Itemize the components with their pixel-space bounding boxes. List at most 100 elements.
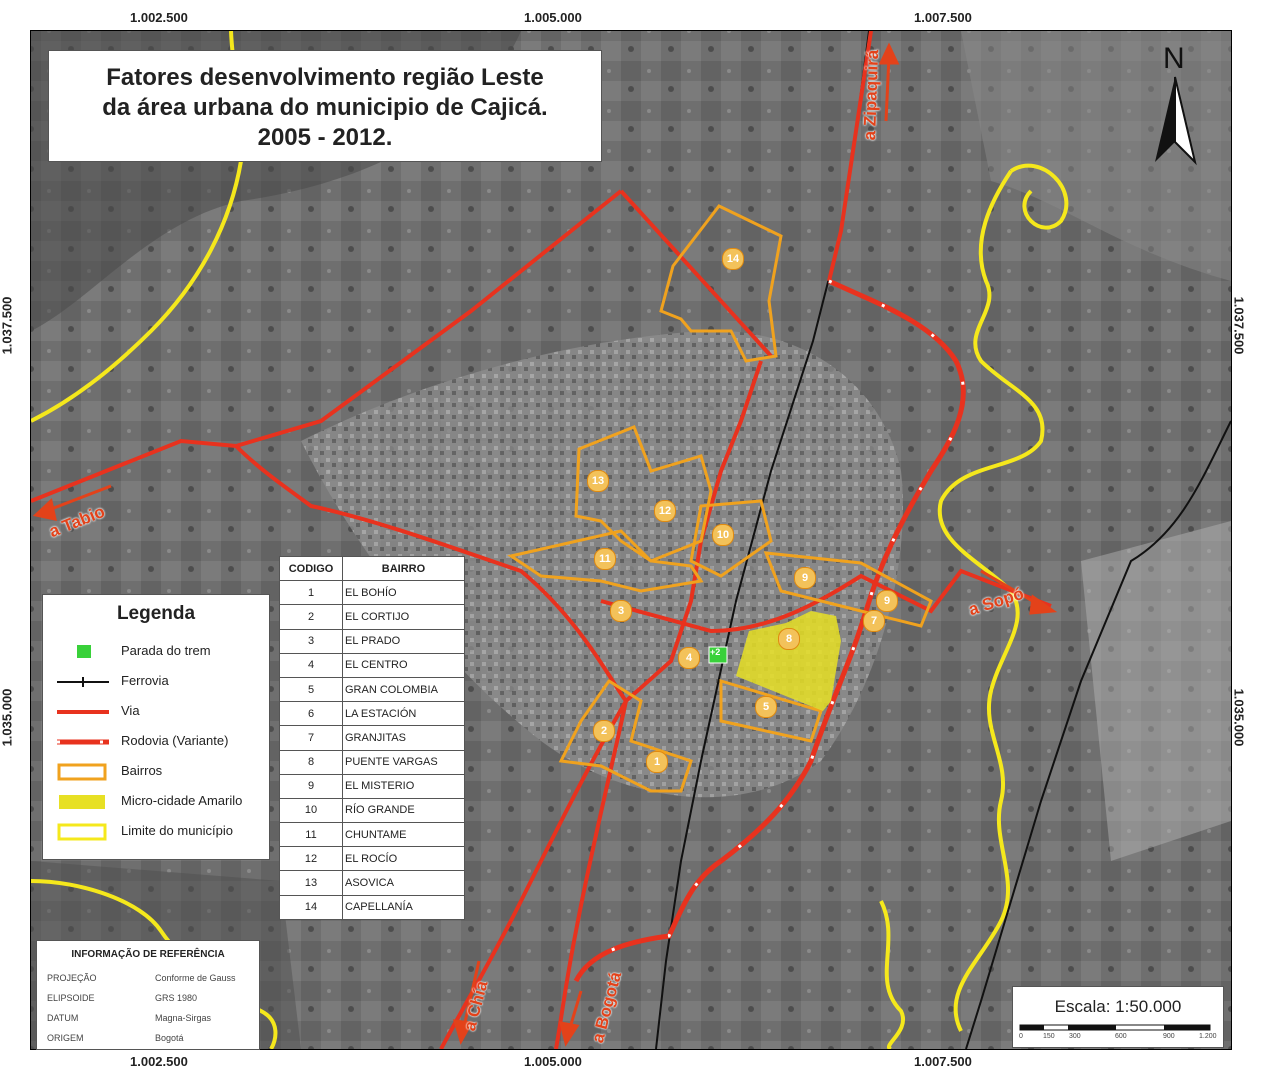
municipal-limit-loop [1009, 163, 1069, 230]
reference-title: INFORMAÇÃO DE REFERÊNCIA [71, 949, 225, 960]
legend-item-train-stop: Parada do trem [55, 639, 265, 663]
bairro-label-13[interactable]: 13 [587, 470, 609, 492]
bairro-14 [659, 204, 783, 363]
bairro-label-12[interactable]: 12 [654, 500, 676, 522]
bairro-label-2[interactable]: 2 [593, 720, 615, 742]
table-cell-code: 1 [279, 580, 343, 606]
bairro-label-5[interactable]: 5 [755, 696, 777, 718]
bairro-11 [507, 529, 704, 593]
table-cell-bairro: EL CENTRO [342, 652, 465, 678]
table-cell-bairro: CHUNTAME [342, 822, 465, 848]
map-title-line-3: 2005 - 2012. [257, 124, 393, 151]
table-cell-bairro: EL MISTERIO [342, 773, 465, 799]
railway-icon [55, 673, 111, 691]
reference-key: DATUM [47, 1013, 79, 1023]
table-cell-code: 8 [279, 749, 343, 775]
grid-label-left-1: 1.037.500 [0, 296, 15, 355]
municipal-limit-icon [55, 823, 111, 841]
map-title-line-1: Fatores desenvolvimento região Leste [106, 64, 544, 91]
bairro-label-9a[interactable]: 9 [794, 567, 816, 589]
legend-item-highway: Rodovia (Variante) [55, 729, 265, 753]
map-title-box: Fatores desenvolvimento região Leste da … [48, 50, 602, 162]
grid-label-right-2: 1.035.000 [1231, 688, 1247, 747]
scale-bar [1019, 1024, 1211, 1031]
grid-label-left-2: 1.035.000 [0, 688, 15, 747]
scale-tick-label: 300 [1069, 1033, 1081, 1040]
reference-key: PROJEÇÃO [47, 973, 97, 983]
legend-item-railway: Ferrovia [55, 669, 265, 693]
legend-item-road: Via [55, 699, 265, 723]
map-title-line-2: da área urbana do municipio de Cajicá. [102, 94, 548, 121]
table-cell-code: 3 [279, 628, 343, 654]
municipal-limit-east [937, 169, 1045, 1032]
bairro-label-1[interactable]: 1 [646, 751, 668, 773]
legend-label-amarilo: Micro-cidade Amarilo [121, 793, 243, 808]
table-header-bairro: BAIRRO [342, 555, 465, 582]
bairro-5 [719, 678, 823, 743]
train-stop-icon [55, 643, 111, 661]
bairro-12-13 [574, 425, 713, 563]
table-cell-code: 10 [279, 797, 343, 824]
bairro-label-10[interactable]: 10 [712, 524, 734, 546]
scale-label: Escala: 1:50.000 [1054, 997, 1182, 1016]
bairros-polygons [507, 204, 933, 793]
table-cell-bairro: RÍO GRANDE [342, 797, 465, 824]
amarilo-icon [55, 793, 111, 811]
bairro-label-7[interactable]: 7 [863, 610, 885, 632]
table-header-code: CODIGO [279, 555, 343, 582]
table-cell-code: 9 [279, 773, 343, 799]
area-ne [961, 31, 1231, 281]
bairro-label-8[interactable]: 8 [778, 628, 800, 650]
reference-value: Bogotá [155, 1033, 184, 1043]
table-cell-code: 7 [279, 725, 343, 751]
grid-label-top-2: 1.005.000 [524, 10, 582, 25]
table-cell-code: 14 [279, 894, 343, 920]
table-cell-bairro: GRANJITAS [342, 725, 465, 751]
map-layers [31, 31, 1231, 1049]
reference-key: ELIPSOIDE [47, 993, 95, 1003]
legend-panel: Legenda Parada do trem Ferrovia Via Rodo… [42, 594, 270, 860]
bairro-label-14[interactable]: 14 [722, 248, 744, 270]
grid-label-right-1: 1.037.500 [1231, 296, 1247, 355]
reference-info-panel: INFORMAÇÃO DE REFERÊNCIA PROJEÇÃO Confor… [36, 940, 260, 1050]
table-cell-bairro: PUENTE VARGAS [342, 749, 465, 775]
bairro-label-9b[interactable]: 9 [876, 590, 898, 612]
highway-variante [573, 278, 966, 983]
north-arrow-icon [1155, 76, 1197, 166]
roads [31, 31, 1052, 1049]
legend-item-bairros: Bairros [55, 759, 265, 783]
legend-label-highway: Rodovia (Variante) [121, 733, 229, 748]
highway-icon [55, 733, 111, 751]
grid-label-bottom-1: 1.002.500 [130, 1054, 188, 1069]
station-marker-label: +2 [710, 647, 721, 657]
reference-value: Conforme de Gauss [155, 973, 236, 983]
table-cell-code: 2 [279, 604, 343, 630]
table-cell-code: 6 [279, 701, 343, 727]
map-canvas[interactable] [30, 30, 1232, 1050]
table-cell-code: 5 [279, 676, 343, 703]
municipal-limit-south [879, 900, 905, 1049]
quarry-east [1081, 521, 1231, 861]
legend-item-limit: Limite do município [55, 819, 265, 843]
table-cell-code: 13 [279, 870, 343, 896]
scale-tick-label: 150 [1043, 1033, 1055, 1040]
bairro-10 [689, 499, 773, 578]
micro-cidade-amarilo [736, 611, 841, 711]
train-station-marker [708, 646, 728, 664]
bairro-label-4[interactable]: 4 [678, 647, 700, 669]
table-cell-bairro: EL ROCÍO [342, 846, 465, 872]
bairro-1-2 [558, 678, 693, 793]
bairro-label-11[interactable]: 11 [594, 548, 616, 570]
bairro-label-3[interactable]: 3 [610, 600, 632, 622]
